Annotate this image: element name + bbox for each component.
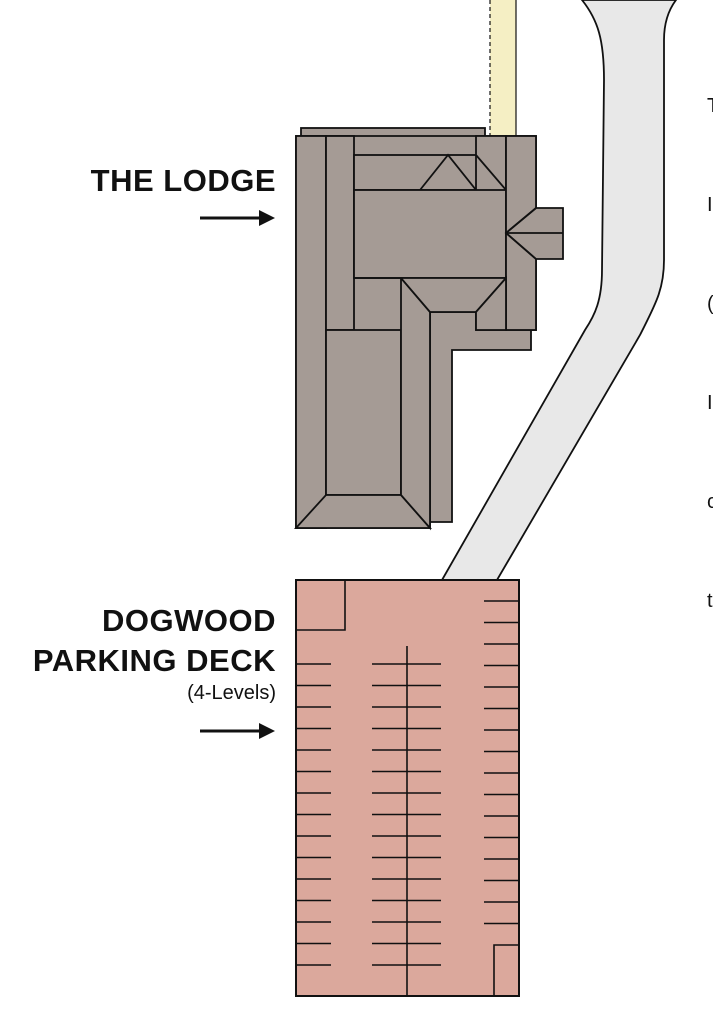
lodge-arrow [200, 210, 275, 226]
cut-off-line: c [707, 491, 713, 513]
parking-deck[interactable] [295, 579, 520, 997]
deck-arrow [200, 723, 275, 739]
cut-off-line: t [707, 590, 713, 612]
lodge-building[interactable] [293, 127, 564, 531]
cut-off-line: T [707, 90, 713, 123]
walkway [489, 0, 517, 136]
parking-stalls [296, 600, 519, 966]
cut-off-line: I [707, 392, 713, 414]
deck-levels: (4-Levels) [187, 682, 276, 704]
arrow-right-icon [259, 210, 275, 226]
deck-name-line2: PARKING DECK [32, 643, 276, 678]
cut-off-line: ( [707, 288, 713, 321]
lodge-name: THE LODGE [90, 163, 276, 198]
deck-label: DOGWOOD PARKING DECK (4-Levels) [33, 601, 276, 705]
cut-off-legend-text: T I ( I c t [707, 24, 713, 651]
lodge-label: THE LODGE [91, 161, 276, 201]
cut-off-line: I [707, 194, 713, 216]
arrow-right-icon [259, 723, 275, 739]
deck-name-line1: DOGWOOD [102, 603, 276, 638]
